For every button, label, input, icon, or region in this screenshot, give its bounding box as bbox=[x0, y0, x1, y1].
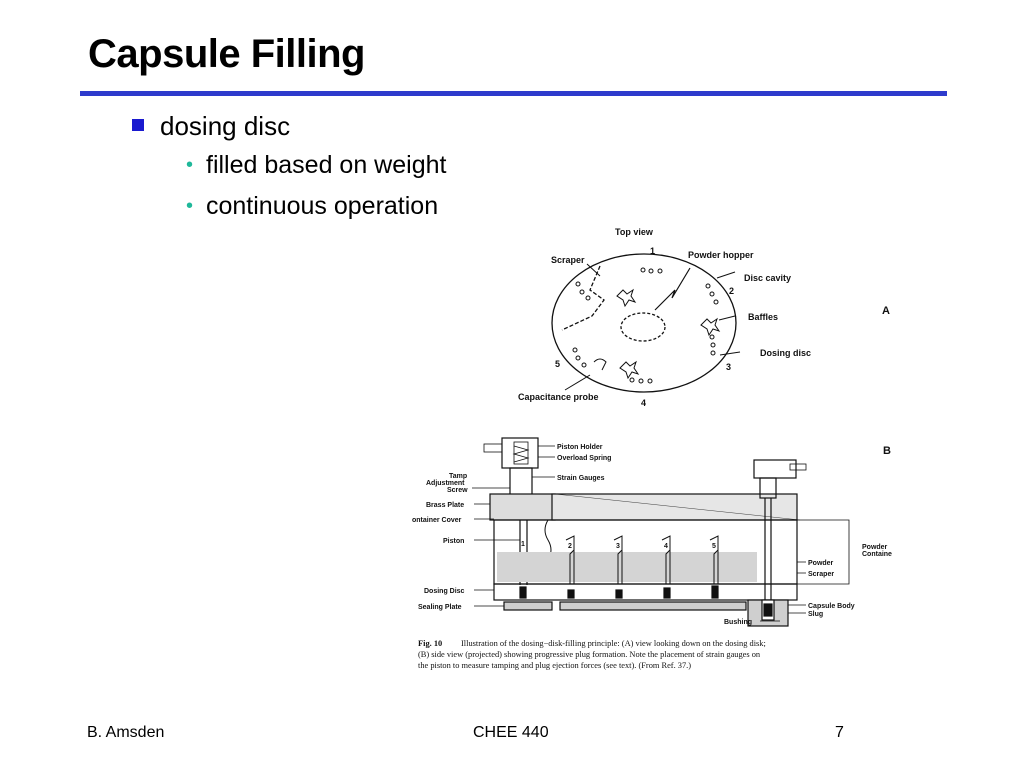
tamp-label-line2: Adjustment bbox=[426, 480, 465, 487]
powder-hopper-label: Powder hopper bbox=[688, 250, 754, 260]
strain-gauges-label: Strain Gauges bbox=[557, 475, 605, 482]
dosing-disc-side-label: Dosing Disc bbox=[424, 588, 465, 595]
sealing-plate-label: Sealing Plate bbox=[418, 604, 462, 611]
capsule-body-label: Capsule Body bbox=[808, 603, 855, 610]
disc-cavities bbox=[572, 267, 719, 384]
powder-label: Powder bbox=[808, 560, 834, 567]
piston-label: Piston bbox=[443, 538, 464, 545]
caption-line-1: Illustration of the dosing−disk-filling … bbox=[461, 639, 766, 648]
overload-spring-label: Overload Spring bbox=[557, 455, 611, 462]
caption-label: Fig. 10 bbox=[418, 639, 442, 648]
station-number: 2 bbox=[729, 286, 734, 296]
dosing-disc-outline bbox=[551, 253, 737, 393]
bullet-dosing-disc: dosing disc bbox=[132, 111, 290, 142]
station-number: 5 bbox=[555, 359, 560, 369]
sub-bullet-continuous-operation: • continuous operation bbox=[186, 192, 438, 221]
disc-cavity-label: Disc cavity bbox=[744, 273, 791, 283]
hopper-opening bbox=[620, 312, 666, 342]
scraper-shape bbox=[561, 265, 605, 331]
dosing-disc-label: Dosing disc bbox=[760, 348, 811, 358]
piston-number: 5 bbox=[712, 543, 716, 550]
bushing-label: Bushing bbox=[724, 619, 752, 626]
caption-line-3: the piston to measure tamping and plug e… bbox=[418, 661, 691, 670]
title-divider bbox=[80, 91, 947, 96]
sub-bullet-text: filled based on weight bbox=[206, 151, 447, 179]
sub-bullet-filled-by-weight: • filled based on weight bbox=[186, 151, 446, 180]
container-cover-label: ontainer Cover bbox=[412, 517, 462, 524]
top-view-heading: Top view bbox=[615, 227, 654, 237]
piston-holder-label: Piston Holder bbox=[557, 444, 603, 451]
bullet-text: dosing disc bbox=[160, 111, 291, 141]
sub-bullet-text: continuous operation bbox=[206, 192, 439, 220]
dot-bullet-icon: • bbox=[186, 154, 194, 176]
piston-number: 2 bbox=[568, 543, 572, 550]
piston-number: 4 bbox=[664, 543, 668, 550]
panel-letter-a: A bbox=[882, 305, 890, 317]
slug-label: Slug bbox=[808, 611, 823, 618]
capacitance-probe-label: Capacitance probe bbox=[518, 392, 599, 402]
slide-title: Capsule Filling bbox=[88, 32, 365, 76]
powder-container-line2: Containe bbox=[862, 551, 892, 558]
side-view-diagram bbox=[472, 437, 850, 627]
tamp-label-line1: Tamp bbox=[449, 473, 467, 480]
footer-page-number: 7 bbox=[835, 724, 844, 741]
footer-course: CHEE 440 bbox=[473, 724, 549, 741]
baffle-icon bbox=[700, 317, 721, 337]
dot-bullet-icon: • bbox=[186, 195, 194, 217]
station-number: 4 bbox=[641, 398, 646, 408]
square-bullet-icon bbox=[132, 118, 144, 131]
station-number: 3 bbox=[726, 362, 731, 372]
piston-number: 1 bbox=[521, 541, 525, 548]
baffles-label: Baffles bbox=[748, 312, 778, 322]
capacitance-probe-shape bbox=[593, 358, 607, 371]
powder-hopper-arrow bbox=[654, 267, 691, 311]
piston-number: 3 bbox=[616, 543, 620, 550]
scraper-label: Scraper bbox=[551, 255, 585, 265]
scraper-side-label: Scraper bbox=[808, 571, 834, 578]
top-view-diagram bbox=[551, 253, 741, 393]
caption-line-2: (B) side view (projected) showing progre… bbox=[418, 650, 761, 659]
powder-container-line1: Powder bbox=[862, 544, 888, 551]
brass-plate-label: Brass Plate bbox=[426, 502, 464, 509]
panel-letter-b: B bbox=[883, 445, 891, 457]
dosing-disc-figure: Top view 1 2 3 4 5 Scraper Powder hopper… bbox=[412, 227, 892, 670]
tamp-label-line3: Screw bbox=[447, 487, 468, 494]
baffle-icon bbox=[616, 288, 637, 308]
baffle-icon bbox=[619, 360, 640, 380]
footer-author: B. Amsden bbox=[87, 724, 165, 741]
station-number: 1 bbox=[650, 246, 655, 256]
